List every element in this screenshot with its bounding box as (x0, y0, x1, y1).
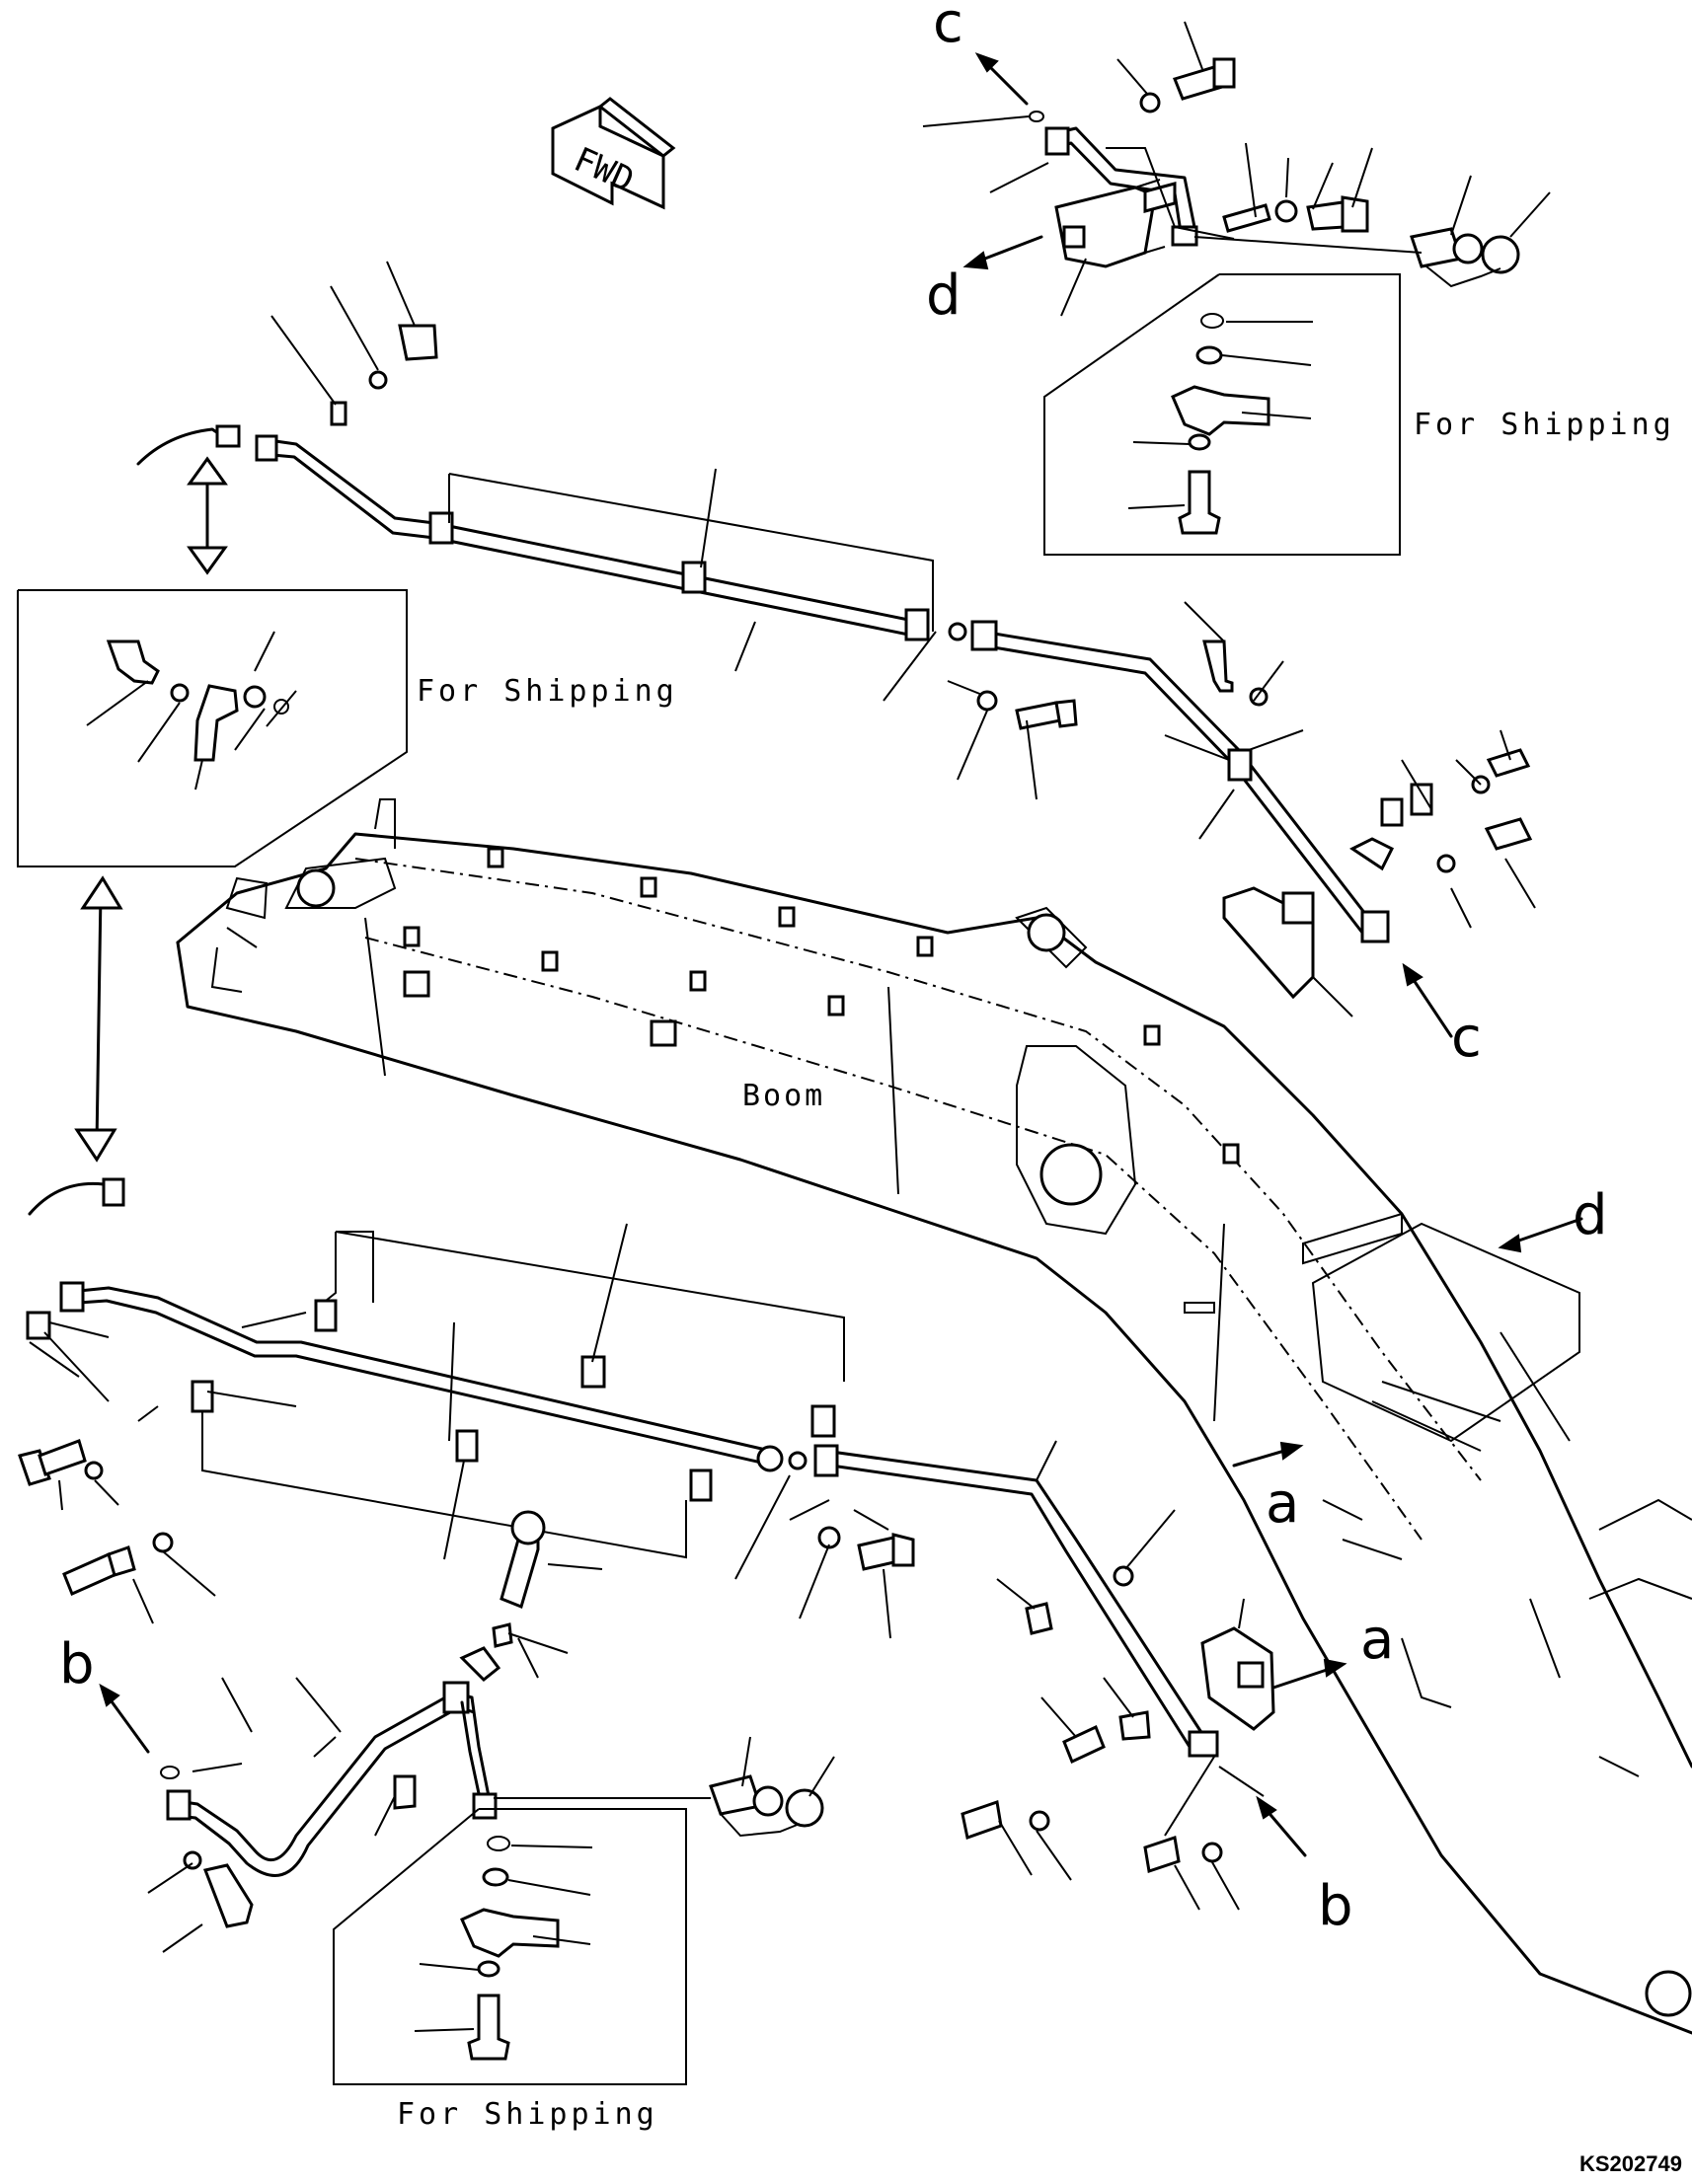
reference-markers: c d c d a a b b (59, 0, 1608, 1938)
inset-left-for-shipping: For Shipping (17, 589, 678, 867)
drawing-code: KS202749 (1579, 2151, 1682, 2176)
upper-pipe-assembly (74, 261, 1536, 1163)
ref-b-lower-label: b (1318, 1874, 1353, 1938)
ref-a-right-label: a (1360, 1608, 1394, 1672)
ref-d-top-label: d (926, 264, 961, 328)
for-shipping-bottom-label: For Shipping (397, 2097, 658, 2132)
boom-label: Boom (742, 1079, 825, 1113)
for-shipping-top-right-label: For Shipping (1414, 408, 1675, 442)
ref-d-right-label: d (1573, 1183, 1608, 1247)
for-shipping-left-label: For Shipping (417, 674, 678, 709)
ref-a-lower-label: a (1266, 1471, 1299, 1536)
boom-structure: Boom (176, 798, 1692, 2035)
lower-pipe-assembly (18, 1177, 1275, 1911)
inset-bottom-for-shipping: For Shipping (333, 1808, 687, 2132)
bottom-branch-pipe (147, 1510, 835, 1953)
inset-top-right-for-shipping: For Shipping (1043, 273, 1675, 556)
boom-clamp-marks (403, 847, 1240, 1165)
fwd-arrow-sign: FWD (551, 97, 676, 210)
ref-b-left-label: b (59, 1632, 95, 1696)
top-right-pipe-assembly (922, 21, 1551, 317)
ref-c-top-label: c (933, 0, 963, 55)
ref-c-right-label: c (1451, 1006, 1482, 1070)
